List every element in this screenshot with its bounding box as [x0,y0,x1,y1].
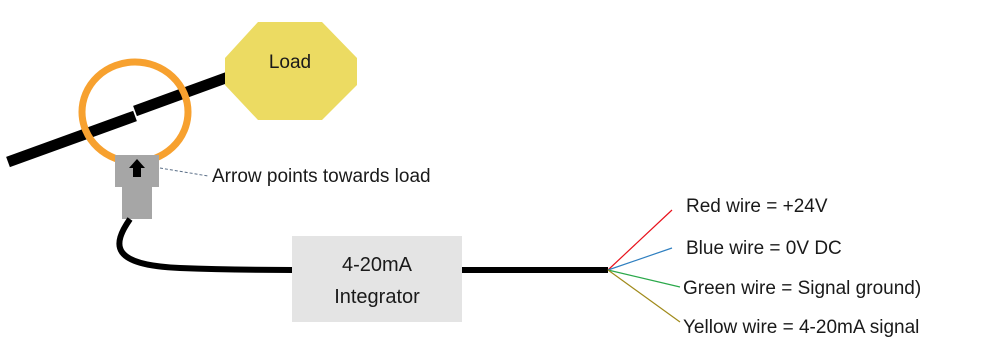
sensor-head-neck [122,187,152,219]
sensor-head [115,155,159,219]
integrator-label-line1: 4-20mA [342,254,413,276]
sensor-note: Arrow points towards load [212,166,431,187]
integrator-label-line2: Integrator [334,286,420,308]
note-leader-line [159,167,209,177]
red-wire [607,209,673,271]
integrator-block: 4-20mA Integrator [292,236,462,322]
yellow-wire-label: Yellow wire = 4-20mA signal [683,317,919,338]
green-wire [607,269,681,288]
red-wire-label: Red wire = +24V [686,196,828,217]
rogowski-coil [78,58,192,166]
load-label: Load [269,52,311,73]
green-wire-label: Green wire = Signal ground) [683,278,921,299]
yellow-wire [607,269,681,323]
conductor [6,66,244,168]
blue-wire-label: Blue wire = 0V DC [686,238,842,259]
sensor-cable [116,217,293,273]
load-octagon [225,22,357,120]
wire-fan [607,209,681,323]
arrow-up-icon [129,159,145,177]
load-block: Load [225,22,357,120]
wire-labels: Red wire = +24V Blue wire = 0V DC Green … [683,196,921,338]
integrator-box [292,236,462,322]
conductor-left-segment [6,110,137,168]
blue-wire [607,247,673,271]
conductor-right-segment [133,66,244,117]
